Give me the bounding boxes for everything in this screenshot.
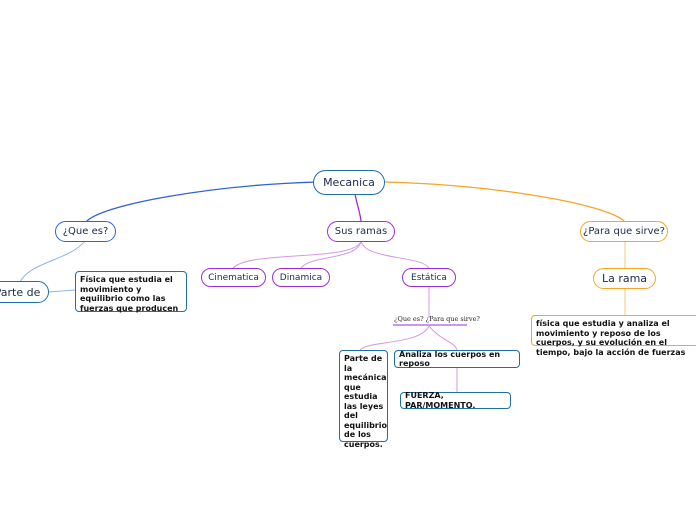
label-la-rama: La rama [601, 272, 648, 285]
edge-question-definition [359, 325, 430, 351]
node-la-rama[interactable]: La rama [593, 268, 656, 289]
node-fisica-definition[interactable]: Física que estudia el movimiento y equil… [75, 271, 187, 313]
root-label: Mecanica [323, 176, 375, 189]
node-dinamica[interactable]: Dinamica [272, 268, 330, 287]
edge-que-es-parte-de [19, 240, 86, 283]
edge-root-para-que-sirve [383, 181, 626, 223]
node-rama-definition[interactable]: física que estudia y analiza el movimien… [531, 315, 696, 357]
edge-root-sus-ramas [354, 193, 362, 222]
edge-root-que-es [85, 181, 319, 223]
text-estatica-question: ¿Que es? ¿Para que sirve? [394, 315, 480, 323]
label-estatica: Estática [411, 272, 447, 283]
text-analiza: Analiza los cuerpos en reposo [399, 349, 501, 369]
edge-question-analiza [428, 325, 458, 351]
branch-label-que-es: ¿Que es? [62, 226, 109, 237]
text-parte-mecanica-definition: Parte de la mecánica que estudia las ley… [344, 354, 387, 449]
question-label: ¿Que es? ¿Para que sirve? [394, 315, 480, 323]
root-node-mecanica[interactable]: Mecanica [313, 170, 385, 195]
edge-ramas-estatica [360, 240, 430, 269]
label-cinematica: Cinematica [208, 272, 259, 283]
node-fuerza[interactable]: FUERZA, PAR/MOMENTO. [400, 391, 511, 410]
branch-node-sus-ramas[interactable]: Sus ramas [327, 221, 395, 242]
text-fisica-definition: Física que estudia el movimiento y equil… [80, 275, 179, 313]
node-analiza[interactable]: Analiza los cuerpos en reposo [394, 350, 520, 368]
edge-que-es-definition [47, 289, 77, 293]
branch-node-para-que-sirve[interactable]: ¿Para que sirve? [580, 221, 668, 242]
branch-label-sus-ramas: Sus ramas [334, 226, 388, 237]
branch-node-que-es[interactable]: ¿Que es? [55, 221, 116, 242]
label-dinamica: Dinamica [279, 272, 323, 283]
label-parte-de: Parte de [0, 285, 41, 299]
edge-ramas-dinamica [300, 240, 362, 269]
text-fuerza: FUERZA, PAR/MOMENTO. [405, 391, 476, 410]
node-estatica[interactable]: Estática [402, 268, 456, 287]
node-parte-mecanica-definition[interactable]: Parte de la mecánica que estudia las ley… [339, 350, 388, 449]
node-parte-de[interactable]: Parte de [0, 281, 49, 303]
edge-ramas-cinematica [232, 240, 362, 269]
text-rama-definition: física que estudia y analiza el movimien… [536, 319, 686, 357]
node-cinematica[interactable]: Cinematica [201, 268, 266, 287]
branch-label-para-que-sirve: ¿Para que sirve? [583, 226, 665, 237]
